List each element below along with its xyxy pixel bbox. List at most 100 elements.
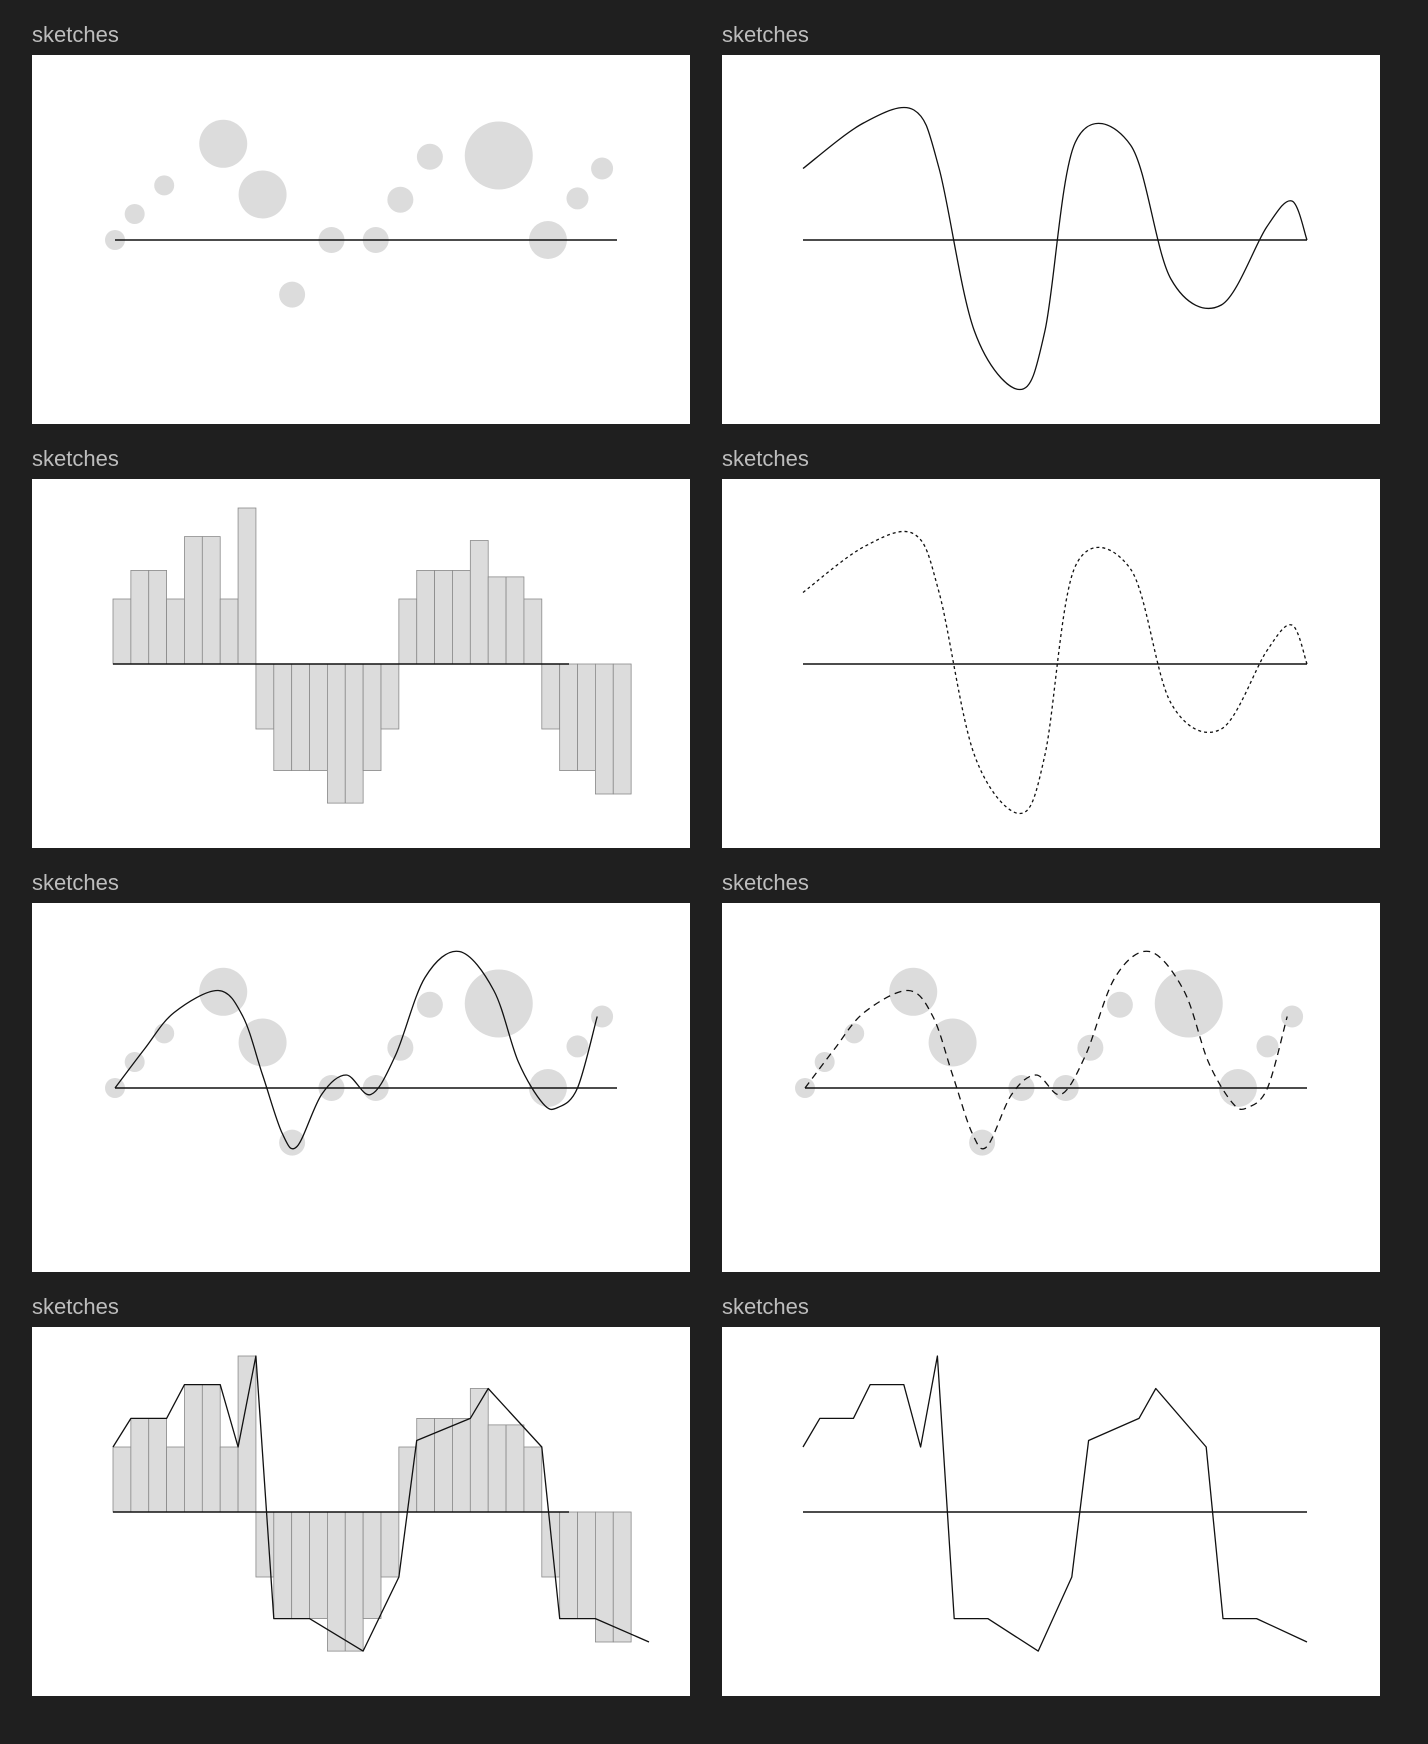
bubble xyxy=(889,967,938,1016)
sketch-panel-bars xyxy=(32,479,690,848)
sketch-label: sketches xyxy=(32,1294,119,1319)
sketch-polyline xyxy=(802,1355,1308,1652)
sketch-label: sketches xyxy=(722,1294,809,1319)
bar xyxy=(255,663,275,730)
bar xyxy=(577,663,596,771)
bar xyxy=(166,598,185,665)
bar xyxy=(380,1511,400,1578)
sketch-curve xyxy=(804,950,1288,1150)
bar xyxy=(130,570,150,665)
bar xyxy=(291,663,310,771)
sketch-svg xyxy=(105,119,617,308)
bar xyxy=(112,598,132,665)
bar xyxy=(380,663,400,730)
sketch-svg xyxy=(795,950,1307,1156)
bar xyxy=(184,1384,203,1513)
sketch-cell-6: sketches xyxy=(722,848,1380,1272)
bar xyxy=(487,1424,507,1513)
bar xyxy=(487,576,507,665)
sketch-label: sketches xyxy=(32,22,119,47)
sketch-panel-dotted-line xyxy=(722,479,1380,848)
bubble xyxy=(591,157,614,180)
sketch-svg xyxy=(112,507,632,804)
bar xyxy=(255,1511,275,1578)
bar xyxy=(523,598,543,665)
sketch-label: sketches xyxy=(722,446,809,471)
bubble xyxy=(238,170,287,219)
bubble xyxy=(154,175,175,196)
bubble xyxy=(279,281,306,308)
sketch-cell-7: sketches xyxy=(32,1272,690,1696)
bubble xyxy=(1281,1005,1304,1028)
bar xyxy=(344,663,364,804)
sketch-label: sketches xyxy=(32,870,119,895)
bubble xyxy=(591,1005,614,1028)
bar xyxy=(148,570,167,665)
bar xyxy=(184,536,203,665)
sketch-svg xyxy=(802,530,1308,815)
bar xyxy=(219,598,239,665)
bar xyxy=(452,570,471,665)
sketch-svg xyxy=(112,1355,650,1652)
bubble xyxy=(387,1034,414,1061)
bubble xyxy=(566,187,589,210)
bar xyxy=(612,663,632,795)
bar xyxy=(291,1511,310,1619)
bar xyxy=(523,1446,543,1513)
bar xyxy=(326,663,346,804)
bubble xyxy=(416,143,443,170)
bar xyxy=(130,1418,150,1513)
bubble xyxy=(928,1018,977,1067)
bubble xyxy=(154,1023,175,1044)
bar xyxy=(416,1418,436,1513)
sketch-cell-5: sketches xyxy=(32,848,690,1272)
bubble xyxy=(238,1018,287,1067)
sketch-svg xyxy=(802,1355,1308,1652)
bubble xyxy=(566,1035,589,1058)
sketch-svg xyxy=(105,950,617,1156)
bar xyxy=(148,1418,167,1513)
bubble xyxy=(1256,1035,1279,1058)
bar xyxy=(344,1511,364,1652)
bubble xyxy=(1106,991,1133,1018)
sketch-panel-polyline xyxy=(722,1327,1380,1696)
bar xyxy=(362,1511,382,1619)
bar xyxy=(201,536,221,665)
bar xyxy=(112,1446,132,1513)
bar xyxy=(219,1446,239,1513)
sketch-panel-smooth-line xyxy=(722,55,1380,424)
sketch-panel-bubbles xyxy=(32,55,690,424)
bubble xyxy=(279,1129,306,1156)
bar xyxy=(398,598,418,665)
sketch-polyline xyxy=(112,1355,650,1652)
sketch-panel-bubbles-solid-line xyxy=(32,903,690,1272)
bar xyxy=(559,663,578,771)
bar xyxy=(237,507,257,665)
bar xyxy=(505,576,525,665)
bar xyxy=(559,1511,578,1619)
bubble xyxy=(969,1129,996,1156)
sketch-cell-4: sketches xyxy=(722,424,1380,848)
bar xyxy=(434,570,453,665)
sketch-panel-bubbles-dashed-line xyxy=(722,903,1380,1272)
bubble xyxy=(1077,1034,1104,1061)
sketch-curve xyxy=(114,950,598,1150)
bar xyxy=(416,570,436,665)
bubble xyxy=(464,121,533,190)
bar xyxy=(273,1511,293,1619)
bar xyxy=(201,1384,221,1513)
sketch-panel-bars-polyline xyxy=(32,1327,690,1696)
bubble xyxy=(124,204,145,224)
bubble xyxy=(416,991,443,1018)
bar xyxy=(362,663,382,771)
sketch-cell-3: sketches xyxy=(32,424,690,848)
bubble xyxy=(199,119,248,168)
bar xyxy=(326,1511,346,1652)
sketch-cell-8: sketches xyxy=(722,1272,1380,1696)
bar xyxy=(469,540,489,665)
bar xyxy=(273,663,293,771)
bar xyxy=(505,1424,525,1513)
bubble xyxy=(387,186,414,213)
bar xyxy=(166,1446,185,1513)
sketch-cell-1: sketches xyxy=(32,0,690,424)
